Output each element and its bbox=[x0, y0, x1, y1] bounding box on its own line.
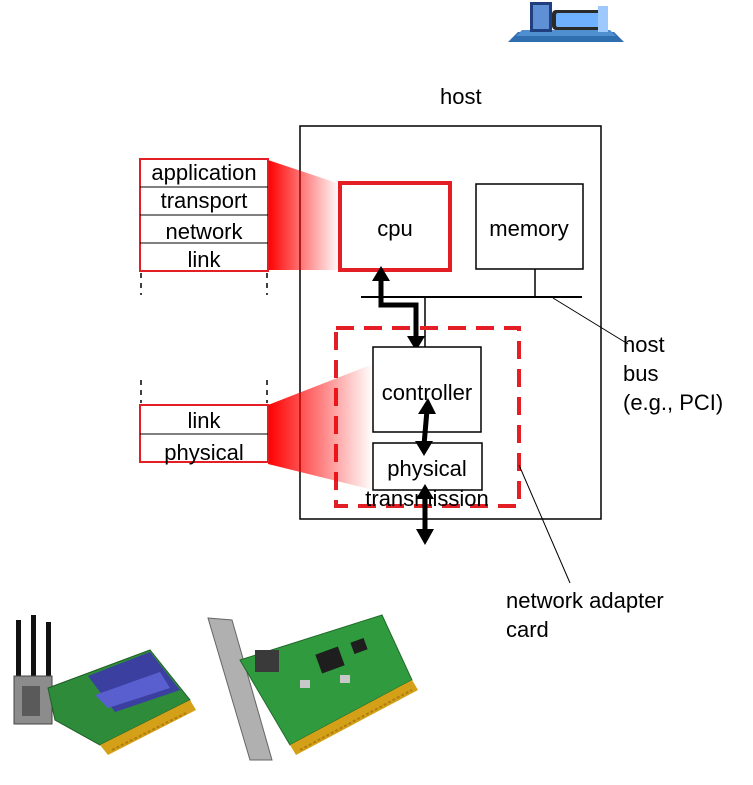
network-adapter-card-label-line2: card bbox=[506, 617, 549, 642]
memory-label: memory bbox=[489, 216, 568, 241]
desktop-computer-icon bbox=[508, 2, 624, 42]
memory-box bbox=[475, 183, 584, 270]
lower-highlight-fan bbox=[268, 364, 373, 490]
stack-layer-link-lower: link bbox=[187, 408, 221, 433]
host-bus-label-line2: bus bbox=[623, 361, 658, 386]
cpu-arrowhead bbox=[372, 266, 390, 281]
stack-layer-link-upper: link bbox=[187, 247, 221, 272]
stack-layer-transport: transport bbox=[161, 188, 248, 213]
stack-layer-physical: physical bbox=[164, 440, 243, 465]
ethernet-network-card-image bbox=[207, 614, 418, 761]
controller-physical-arrowhead-bottom bbox=[415, 441, 433, 456]
network-adapter-card-label-line1: network adapter bbox=[506, 588, 664, 613]
host-bus-leader bbox=[552, 297, 629, 345]
controller-physical-arrow-shaft bbox=[421, 409, 430, 446]
stack-layer-network: network bbox=[165, 219, 243, 244]
medium-arrowhead-top bbox=[416, 484, 434, 499]
controller-arrowhead bbox=[407, 336, 425, 351]
host-bus-label-line3: (e.g., PCI) bbox=[623, 390, 723, 415]
medium-arrowhead-bottom bbox=[416, 529, 434, 545]
network-adapter-card-leader bbox=[518, 464, 571, 584]
cpu-label: cpu bbox=[377, 216, 412, 241]
cpu-box bbox=[338, 181, 452, 272]
physical-transmission-box bbox=[372, 442, 483, 491]
upper-protocol-stack: application transport network link bbox=[139, 158, 269, 272]
host-bus-label-line1: host bbox=[623, 332, 665, 357]
controller-physical-arrowhead-top bbox=[418, 398, 436, 414]
cpu-controller-arrow bbox=[378, 277, 419, 340]
host-label: host bbox=[440, 84, 482, 109]
upper-highlight-fan bbox=[268, 160, 340, 270]
stack-layer-application: application bbox=[151, 160, 256, 185]
wireless-network-card-image bbox=[13, 615, 196, 755]
lower-protocol-stack: link physical bbox=[139, 404, 269, 465]
physical-transmission-label-line1: physical bbox=[387, 456, 466, 481]
host-box bbox=[299, 125, 602, 520]
